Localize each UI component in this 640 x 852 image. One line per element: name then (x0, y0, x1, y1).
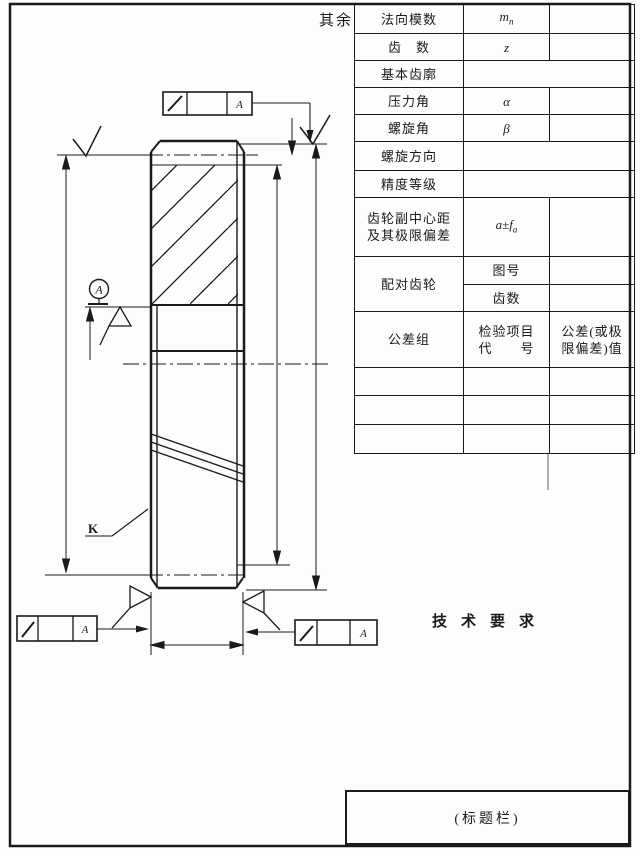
param-value (549, 197, 635, 257)
param-label: 齿轮副中心距 及其极限偏差 (354, 197, 464, 257)
helix-lines (150, 433, 244, 483)
param-sublabel: 图号 (463, 256, 550, 285)
empty-cell (354, 367, 464, 396)
empty-cell (549, 395, 635, 425)
param-sublabel: 检验项目 代 号 (463, 311, 550, 368)
tolerance-frame-bottom-left: A (16, 615, 149, 642)
param-label: 法向模数 (354, 4, 464, 34)
param-label: 公差组 (354, 311, 464, 368)
param-label: 螺旋方向 (354, 141, 464, 171)
frame-datum-letter: A (359, 628, 367, 640)
datum-triangle-icon (111, 584, 153, 629)
empty-cell (463, 367, 550, 396)
roughness-symbols (72, 114, 331, 158)
param-sublabel: 齿数 (463, 284, 550, 312)
param-label: 基本齿廓 (354, 60, 464, 88)
datum-a-letter: A (94, 283, 103, 297)
title-block: (标题栏) (345, 790, 630, 845)
runout-icon (299, 625, 314, 642)
param-symbol: z (463, 33, 550, 61)
technical-requirements-heading: 技术要求 (432, 614, 549, 630)
frame-datum-letter: A (235, 99, 243, 111)
param-label: 螺旋角 (354, 114, 464, 142)
param-label: 配对齿轮 (354, 256, 464, 312)
param-label: 精度等级 (354, 170, 464, 198)
section-hatching (151, 165, 238, 305)
frame-datum-letter: A (81, 624, 89, 636)
empty-cell (549, 367, 635, 396)
empty-cell (354, 395, 464, 425)
runout-icon (167, 95, 183, 112)
param-sublabel: 公差(或极 限偏差)值 (549, 311, 635, 368)
param-label: 齿 数 (354, 33, 464, 61)
empty-cell (463, 395, 550, 425)
roughness-icon (72, 125, 102, 158)
param-value (549, 33, 635, 61)
param-value (549, 114, 635, 142)
param-value (549, 256, 635, 285)
gear-outline (149, 139, 246, 590)
dimension-lines (61, 118, 321, 650)
center-lines (123, 154, 332, 576)
param-value (549, 284, 635, 312)
param-value (463, 170, 635, 198)
param-symbol: a±fa (463, 197, 550, 257)
datum-a-symbol: A (88, 278, 110, 305)
surplus-roughness-label: 其余 (319, 13, 354, 29)
param-label: 压力角 (354, 87, 464, 115)
param-value (549, 87, 635, 115)
empty-cell (463, 424, 550, 454)
k-label: K (88, 521, 99, 536)
roughness-icon (299, 114, 331, 146)
empty-cell (549, 424, 635, 454)
gear-parameter-table: 法向模数 mn 齿 数 z 基本齿廓 压力角 α 螺旋角 β 螺旋方向 精度 (354, 4, 635, 454)
k-callout: K (85, 508, 149, 537)
param-value (549, 4, 635, 34)
tolerance-frame-bottom-right: A (245, 619, 378, 646)
param-symbol: mn (463, 4, 550, 34)
param-symbol: α (463, 87, 550, 115)
tolerance-frame-top: A (162, 91, 314, 143)
param-value (463, 60, 635, 88)
param-value (463, 141, 635, 171)
datum-triangle-icon (241, 589, 281, 631)
empty-cell (354, 424, 464, 454)
datum-triangle-icon (99, 305, 133, 346)
param-symbol: β (463, 114, 550, 142)
title-block-label: (标题栏) (454, 811, 521, 827)
runout-icon (21, 621, 35, 638)
datum-triangles (99, 305, 281, 631)
